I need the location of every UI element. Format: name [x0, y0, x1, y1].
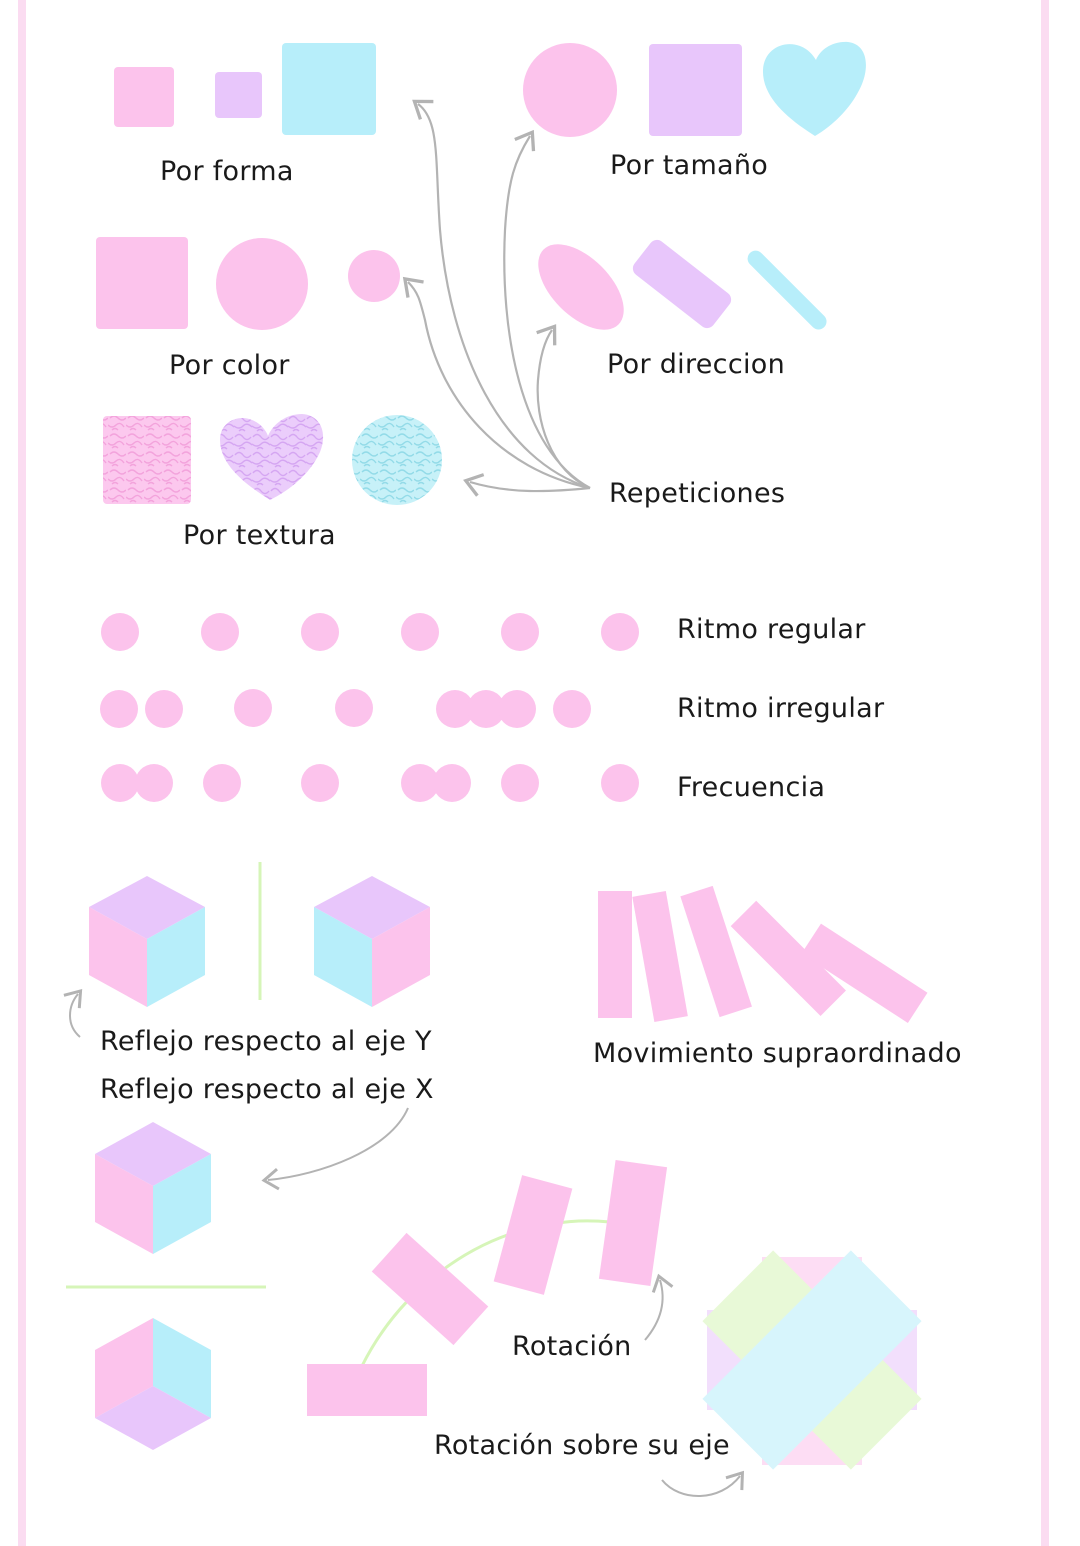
movimiento-bars [598, 885, 928, 1023]
page-border-right [1041, 0, 1049, 1546]
cube-reflected-y [314, 876, 430, 1007]
group-por-forma [114, 43, 376, 135]
shape-square-small [114, 67, 174, 127]
label-frecuencia: Frecuencia [677, 772, 826, 803]
reflect-y-arrow [63, 988, 83, 1038]
rotation-arrow [644, 1273, 674, 1341]
shape-square [96, 237, 188, 329]
page-border-left [18, 0, 26, 1546]
cube-reflected-x [95, 1318, 211, 1450]
shape-textured-square [103, 416, 191, 504]
group-por-tamano [523, 41, 866, 137]
ritmo-regular-dots [101, 613, 639, 651]
shape-heart [762, 41, 866, 136]
shape-textured-circle [352, 415, 442, 505]
label-ritmo-regular: Ritmo regular [677, 614, 866, 645]
label-reflejo-x: Reflejo respecto al eje X [100, 1074, 434, 1105]
shape-ellipse [538, 244, 624, 330]
ritmo-irregular-dots [100, 689, 591, 728]
shape-textured-heart [220, 414, 324, 500]
label-rotacion-eje: Rotación sobre su eje [434, 1430, 730, 1461]
label-rotacion: Rotación [512, 1331, 632, 1362]
label-ritmo-irregular: Ritmo irregular [677, 693, 885, 724]
label-repeticiones: Repeticiones [609, 478, 786, 509]
repeticiones-arrows [402, 99, 591, 497]
label-movimiento: Movimiento supraordinado [593, 1038, 962, 1069]
label-por-color: Por color [169, 350, 290, 381]
frecuencia-dots [101, 764, 639, 802]
shape-bar [747, 250, 827, 330]
cube-original [89, 876, 205, 1007]
label-por-tamano: Por tamaño [610, 150, 769, 181]
shape-circle-large [216, 238, 308, 330]
group-por-direccion [538, 239, 827, 330]
shape-rectangle [632, 239, 732, 329]
label-por-direccion: Por direccion [607, 349, 786, 380]
reflect-x-arrow [261, 1107, 409, 1191]
shape-square-large [282, 43, 376, 135]
label-por-forma: Por forma [160, 156, 294, 187]
group-por-color [96, 237, 400, 330]
rotation-axis-overlay [702, 1250, 922, 1470]
label-por-textura: Por textura [183, 520, 336, 551]
group-por-textura [103, 414, 442, 505]
shape-circle-small [348, 250, 400, 302]
shape-square [649, 44, 742, 136]
rotation-bars [307, 1159, 668, 1416]
label-reflejo-y: Reflejo respecto al eje Y [100, 1026, 432, 1057]
shape-circle [523, 43, 617, 137]
shape-square-tiny [215, 72, 262, 118]
rotation-axis-arrow [661, 1470, 745, 1497]
cube-top [95, 1122, 211, 1254]
